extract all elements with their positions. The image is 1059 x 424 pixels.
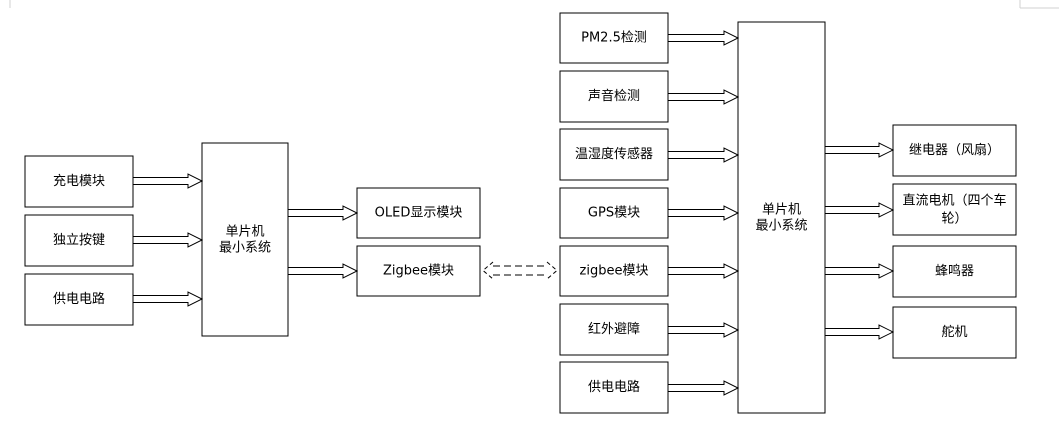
svg-text:GPS模块: GPS模块 bbox=[588, 206, 640, 221]
right-input-zigbee: zigbee模块 bbox=[559, 245, 669, 297]
right-output-relay: 继电器（风扇） bbox=[892, 124, 1017, 177]
left-mcu: 单片机 最小系统 bbox=[201, 142, 289, 337]
svg-text:供电电路: 供电电路 bbox=[53, 291, 105, 307]
page-corner-marks bbox=[9, 0, 1059, 9]
right-input-pm25: PM2.5检测 bbox=[559, 12, 669, 64]
left-output-oled: OLED显示模块 bbox=[356, 187, 481, 239]
arrow-pm25-to-mcu bbox=[667, 30, 740, 46]
arrow-temp-to-mcu bbox=[667, 147, 740, 163]
right-input-gps: GPS模块 bbox=[559, 187, 669, 239]
right-input-power: 供电电路 bbox=[559, 361, 669, 414]
svg-text:Zigbee模块: Zigbee模块 bbox=[383, 264, 454, 279]
arrow-infrared-to-mcu bbox=[667, 322, 740, 338]
svg-text:温湿度传感器: 温湿度传感器 bbox=[575, 146, 653, 162]
right-input-boxes: PM2.5检测 声音检测 温湿度传感器 GPS模块 zigbee模块 红外避障 … bbox=[559, 12, 669, 414]
svg-text:最小系统: 最小系统 bbox=[755, 219, 807, 234]
arrow-mcu-to-relay bbox=[824, 142, 895, 158]
arrow-zigbee-to-mcu bbox=[667, 263, 740, 279]
svg-text:轮）: 轮） bbox=[941, 212, 967, 227]
right-output-boxes: 继电器（风扇） 直流电机（四个车 轮） 蜂鸣器 舵机 bbox=[892, 124, 1017, 359]
svg-text:单片机: 单片机 bbox=[762, 203, 801, 218]
left-output-boxes: OLED显示模块 Zigbee模块 bbox=[356, 187, 481, 297]
arrow-gps-to-mcu bbox=[667, 205, 740, 221]
left-arrows bbox=[132, 173, 359, 307]
arrow-mcu-to-dc-motor bbox=[824, 202, 895, 218]
arrow-key-to-mcu bbox=[132, 232, 204, 248]
svg-text:声音检测: 声音检测 bbox=[588, 88, 640, 104]
right-input-infrared: 红外避障 bbox=[559, 303, 669, 356]
svg-text:OLED显示模块: OLED显示模块 bbox=[375, 206, 463, 221]
svg-text:供电电路: 供电电路 bbox=[588, 379, 640, 395]
right-output-servo: 舵机 bbox=[892, 306, 1017, 359]
right-output-dc-motor: 直流电机（四个车 轮） bbox=[892, 183, 1017, 236]
left-input-key: 独立按键 bbox=[24, 214, 134, 267]
left-input-power: 供电电路 bbox=[24, 273, 134, 326]
arrow-mcu-to-buzzer bbox=[824, 263, 895, 279]
svg-text:PM2.5检测: PM2.5检测 bbox=[581, 31, 647, 46]
right-mcu: 单片机 最小系统 bbox=[737, 21, 826, 414]
svg-text:蜂鸣器: 蜂鸣器 bbox=[935, 263, 974, 279]
svg-text:最小系统: 最小系统 bbox=[219, 241, 271, 256]
svg-text:独立按键: 独立按键 bbox=[53, 233, 105, 248]
right-output-buzzer: 蜂鸣器 bbox=[892, 245, 1017, 298]
right-input-sound: 声音检测 bbox=[559, 70, 669, 123]
svg-text:红外避障: 红外避障 bbox=[588, 321, 640, 337]
arrow-power-to-right-mcu bbox=[667, 380, 740, 396]
svg-text:充电模块: 充电模块 bbox=[53, 173, 105, 189]
svg-text:继电器（风扇）: 继电器（风扇） bbox=[909, 142, 1000, 158]
svg-text:直流电机（四个车: 直流电机（四个车 bbox=[902, 193, 1006, 209]
svg-text:单片机: 单片机 bbox=[225, 225, 264, 240]
left-input-charging: 充电模块 bbox=[24, 155, 134, 208]
arrow-sound-to-mcu bbox=[667, 89, 740, 105]
arrow-charging-to-mcu bbox=[132, 173, 204, 189]
arrow-power-to-mcu bbox=[132, 291, 204, 307]
right-input-temp-humidity: 温湿度传感器 bbox=[559, 128, 669, 181]
arrow-mcu-to-zigbee bbox=[287, 263, 359, 279]
left-input-boxes: 充电模块 独立按键 供电电路 bbox=[24, 155, 134, 326]
svg-text:舵机: 舵机 bbox=[941, 325, 967, 340]
svg-text:zigbee模块: zigbee模块 bbox=[580, 264, 649, 279]
arrow-mcu-to-servo bbox=[824, 324, 895, 340]
left-output-zigbee: Zigbee模块 bbox=[356, 245, 481, 297]
zigbee-wireless-link bbox=[482, 261, 558, 280]
arrow-mcu-to-oled bbox=[287, 205, 359, 221]
right-arrows bbox=[667, 30, 895, 396]
